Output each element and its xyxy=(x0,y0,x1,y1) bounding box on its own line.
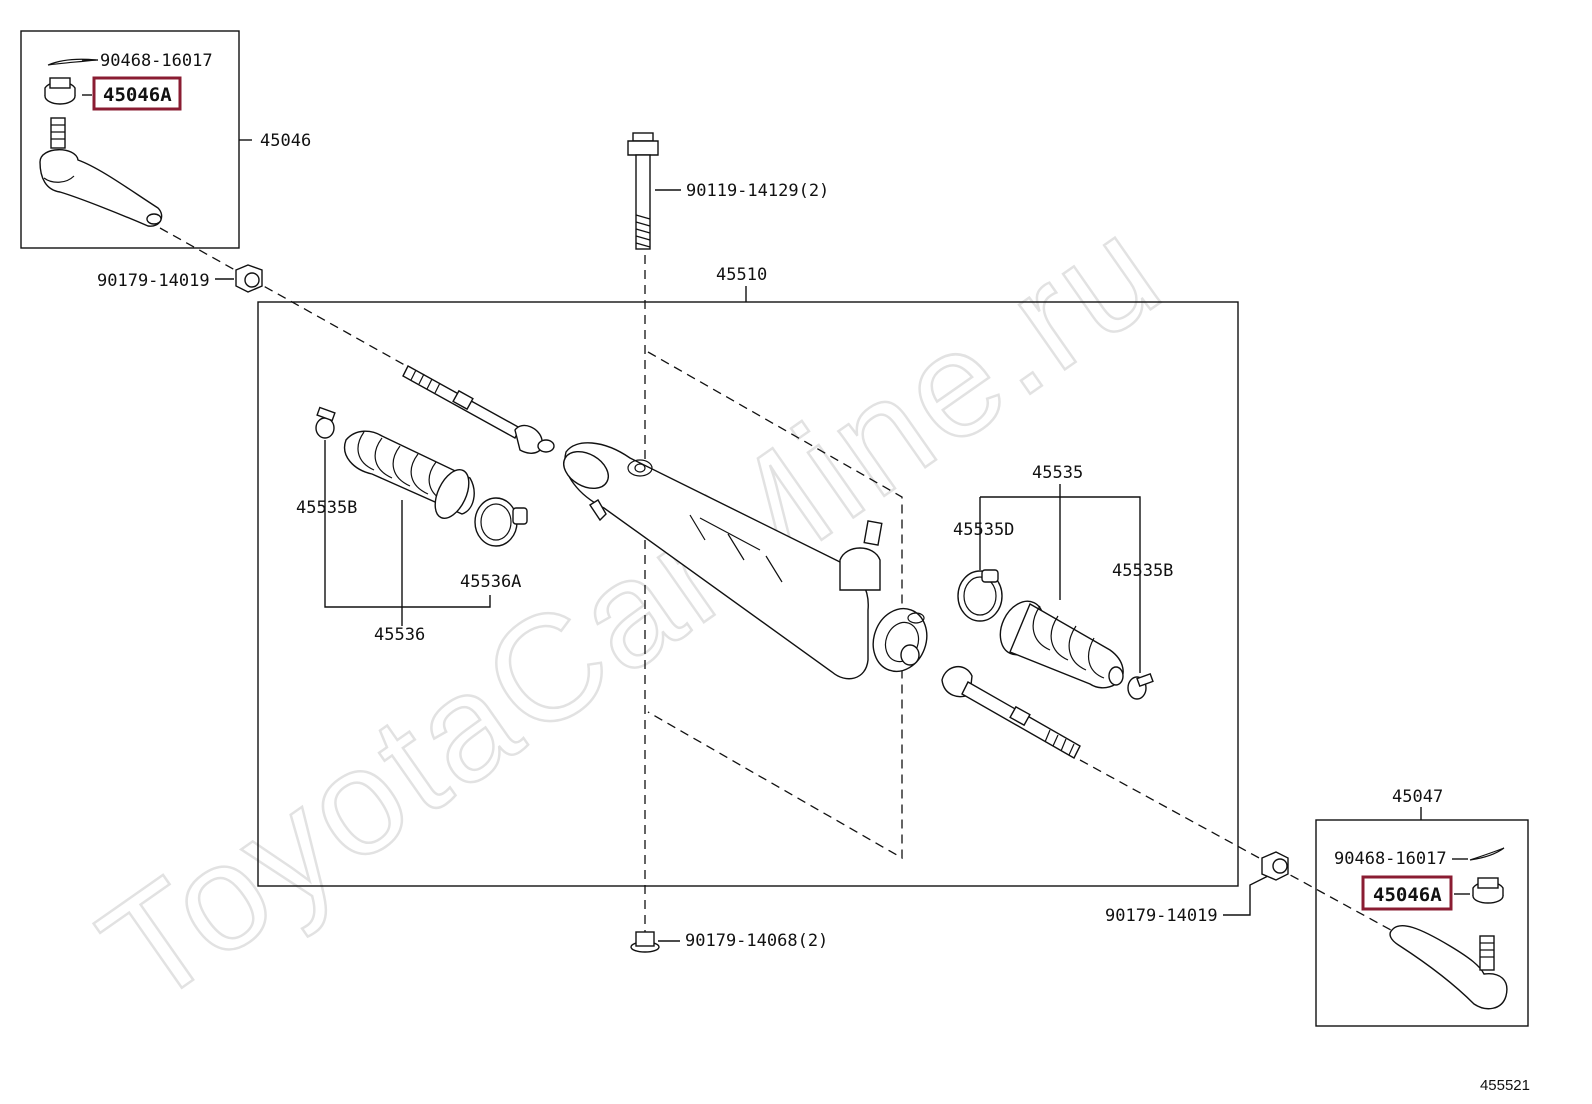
label-45047[interactable]: 45047 xyxy=(1392,787,1443,807)
label-90179-14019-left[interactable]: 90179-14019 xyxy=(97,271,210,291)
label-90179-14068[interactable]: 90179-14068(2) xyxy=(685,931,828,951)
housing-dashed-box xyxy=(647,351,903,860)
castle-nut-icon xyxy=(44,77,76,105)
label-45535D[interactable]: 45535D xyxy=(953,520,1014,540)
label-45535B-right[interactable]: 45535B xyxy=(1112,561,1173,581)
frame-45047 xyxy=(1315,819,1529,1027)
boot-left-icon xyxy=(343,430,475,519)
boot-clip-small-right-icon xyxy=(1127,672,1154,700)
inner-tie-rod-right-icon xyxy=(941,666,1081,759)
label-45536[interactable]: 45536 xyxy=(374,625,425,645)
inner-tie-rod-left-icon xyxy=(402,365,555,454)
label-90468-16017-bottom[interactable]: 90468-16017 xyxy=(1334,849,1447,869)
leader-lines xyxy=(82,59,1470,942)
label-90468-16017-top[interactable]: 90468-16017 xyxy=(100,51,213,71)
label-45535B-left[interactable]: 45535B xyxy=(296,498,357,518)
cotter-pin-icon xyxy=(47,58,97,66)
boot-right-icon xyxy=(999,600,1124,689)
figure-number: 455521 xyxy=(1480,1077,1530,1094)
castle-nut-right-icon xyxy=(1472,877,1504,904)
nut-left-icon xyxy=(235,264,263,293)
steering-rack-housing-icon xyxy=(563,442,928,680)
boot-clip-small-left-icon xyxy=(315,406,336,439)
tie-rod-end-right-icon xyxy=(1389,925,1508,1010)
axis-left-tie-rod xyxy=(159,227,411,369)
label-45536A[interactable]: 45536A xyxy=(460,572,521,592)
boot-band-right-icon xyxy=(957,569,1003,622)
label-45046[interactable]: 45046 xyxy=(260,131,311,151)
label-45510[interactable]: 45510 xyxy=(716,265,767,285)
frame-45510 xyxy=(257,301,1239,887)
label-45535[interactable]: 45535 xyxy=(1032,463,1083,483)
bolt-icon xyxy=(627,132,659,250)
flange-nut-icon xyxy=(630,931,660,953)
cotter-pin-right-icon xyxy=(1469,847,1505,861)
tie-rod-end-left-icon xyxy=(39,117,163,227)
highlight-45046A-bottom xyxy=(1361,875,1453,911)
highlight-45046A-top xyxy=(92,76,182,111)
label-45046A-bottom[interactable]: 45046A xyxy=(1373,884,1442,906)
nut-right-icon xyxy=(1261,851,1289,881)
boot-band-left-icon xyxy=(474,497,528,547)
axis-right-tie-rod xyxy=(1079,759,1401,936)
label-90119-14129[interactable]: 90119-14129(2) xyxy=(686,181,829,201)
label-90179-14019-right[interactable]: 90179-14019 xyxy=(1105,906,1218,926)
label-45046A-top[interactable]: 45046A xyxy=(103,84,172,106)
